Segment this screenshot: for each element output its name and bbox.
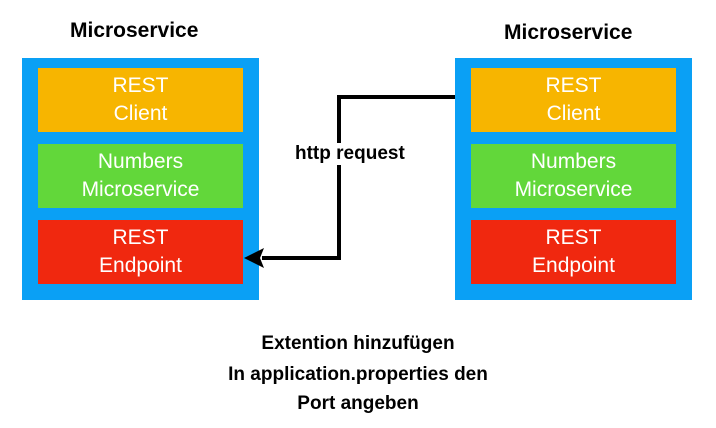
right-rest-client-line2: Client	[546, 102, 601, 125]
left-rest-client-box: REST Client	[38, 68, 243, 132]
right-rest-endpoint-box: REST Endpoint	[471, 220, 676, 284]
left-microservice-container: REST Client Numbers Microservice REST En…	[22, 58, 259, 300]
left-numbers-line1: Numbers	[97, 150, 184, 173]
arrow-line	[262, 95, 455, 260]
left-rest-endpoint-box: REST Endpoint	[38, 220, 243, 284]
right-rest-client-line1: REST	[545, 74, 602, 97]
right-numbers-line2: Microservice	[514, 178, 633, 201]
right-microservice-container: REST Client Numbers Microservice REST En…	[455, 58, 692, 300]
left-numbers-line2: Microservice	[81, 178, 200, 201]
right-rest-client-box: REST Client	[471, 68, 676, 132]
right-numbers-line1: Numbers	[530, 150, 617, 173]
right-numbers-microservice-box: Numbers Microservice	[471, 144, 676, 208]
left-rest-endpoint-line1: REST	[112, 226, 169, 249]
arrow-head-icon	[244, 248, 264, 268]
right-rest-endpoint-line1: REST	[545, 226, 602, 249]
left-rest-client-line1: REST	[112, 74, 169, 97]
left-microservice-title: Microservice	[70, 19, 199, 42]
note-line-2: In application.properties den	[228, 364, 488, 385]
note-line-3: Port angeben	[297, 393, 419, 414]
right-microservice-title: Microservice	[504, 21, 633, 44]
left-rest-endpoint-line2: Endpoint	[99, 254, 182, 277]
left-numbers-microservice-box: Numbers Microservice	[38, 144, 243, 208]
right-rest-endpoint-line2: Endpoint	[532, 254, 615, 277]
note-line-1: Extention hinzufügen	[261, 333, 455, 354]
http-request-label: http request	[294, 143, 406, 165]
left-rest-client-line2: Client	[113, 102, 168, 125]
